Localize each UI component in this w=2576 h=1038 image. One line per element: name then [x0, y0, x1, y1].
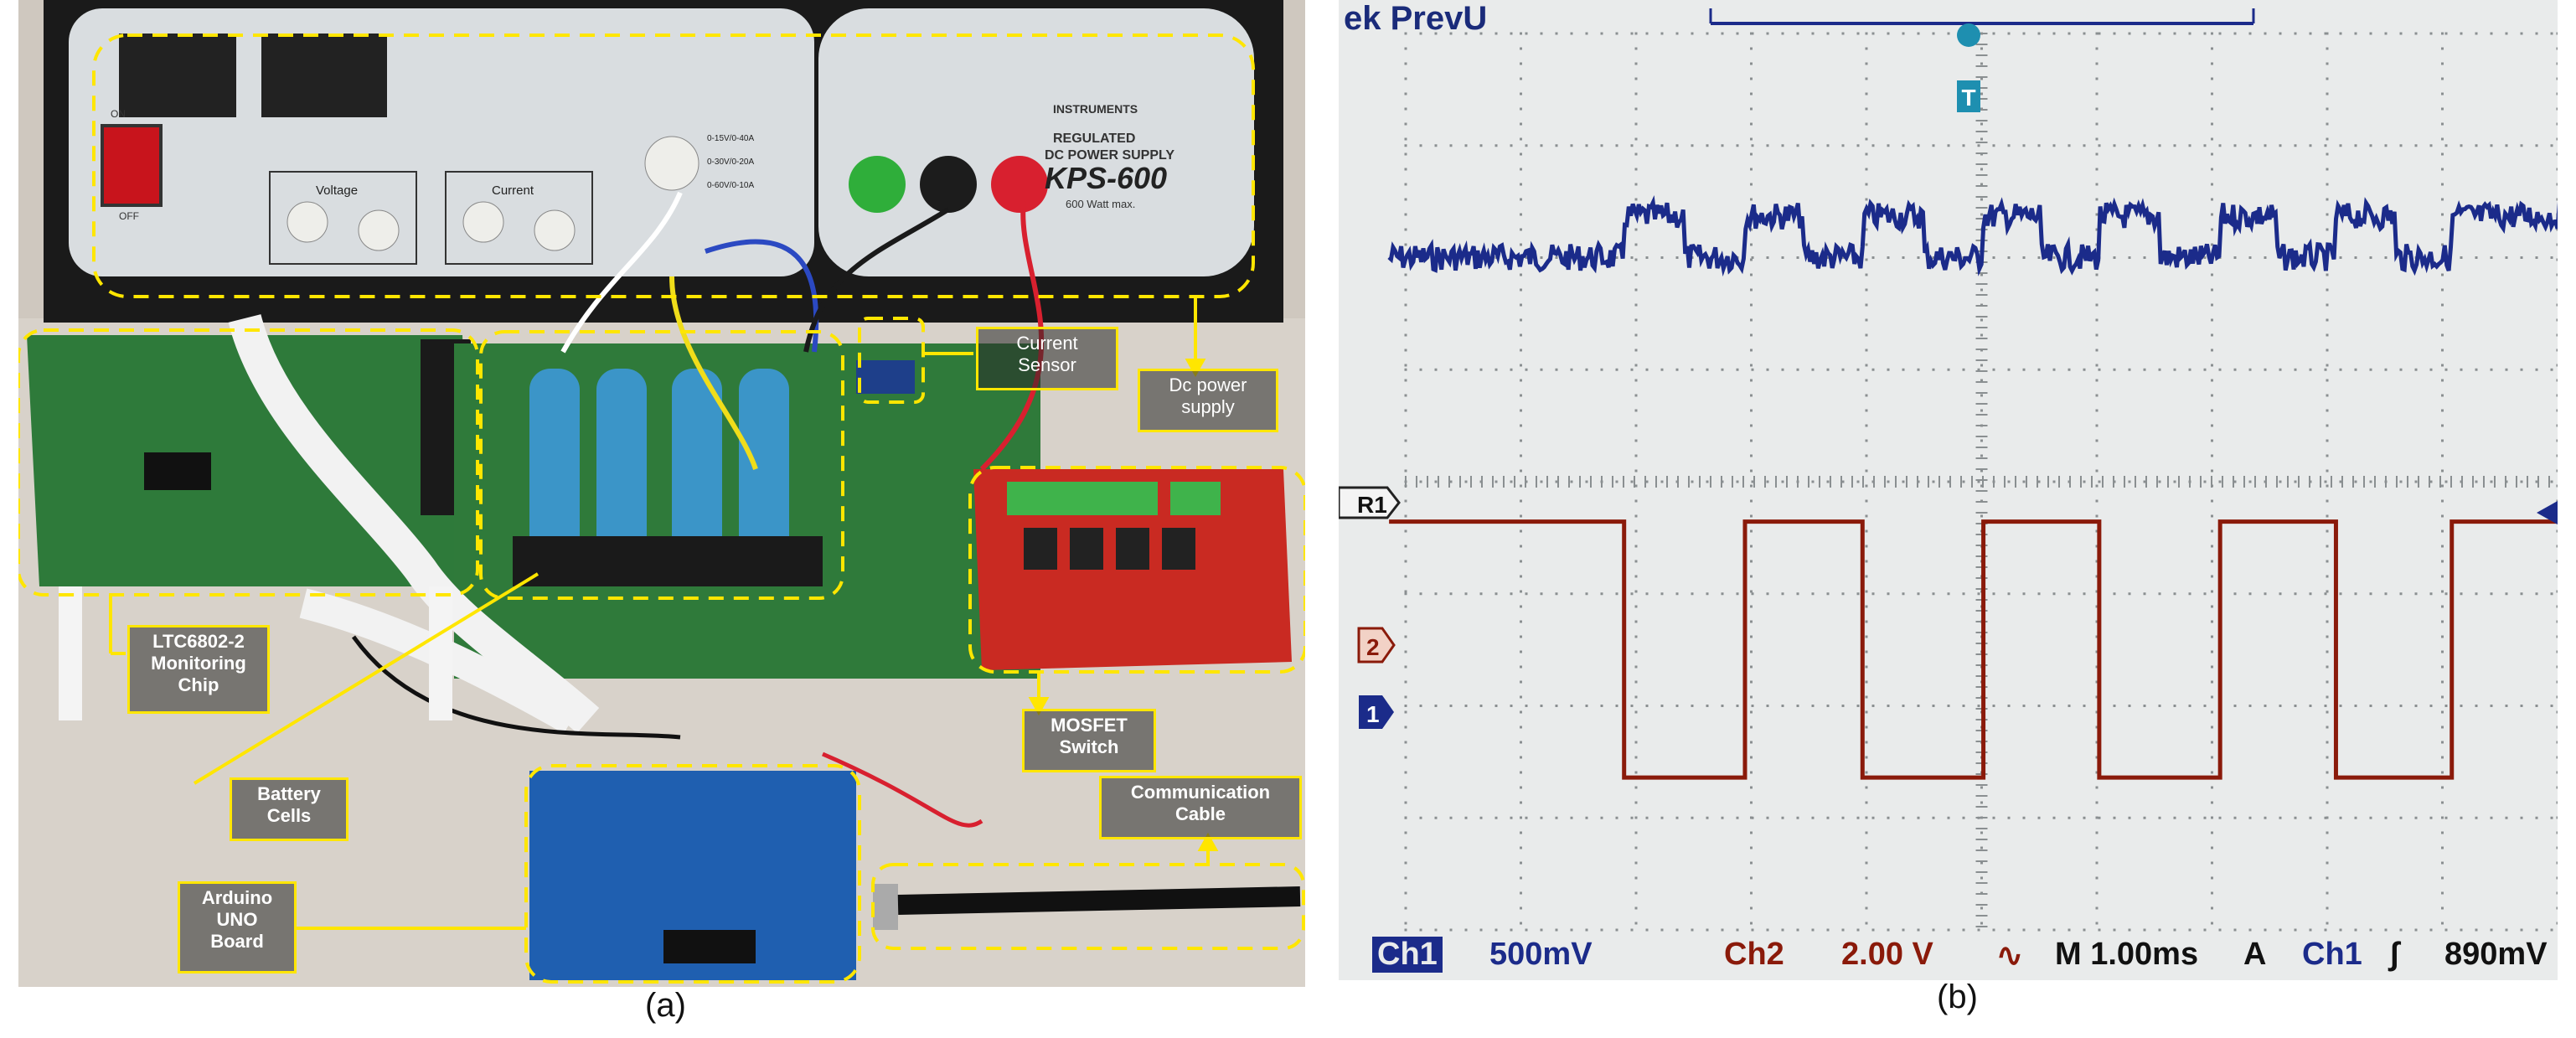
range3-text: 0-60V/0-10A: [707, 181, 754, 190]
switch-off-text: OFF: [119, 210, 139, 222]
battery-cells-callout: Battery Cells: [230, 777, 348, 841]
ch1-level-arrow-icon: [2537, 501, 2558, 524]
trigger-position-icon: [1957, 23, 1980, 47]
ch2-coupling-icon: ∿: [1996, 938, 2023, 973]
scope-status-bar: Ch1 500mV Ch2 2.00 V ∿ M 1.00ms A Ch1 ∫ …: [1372, 937, 2553, 977]
ch2-marker: 2: [1357, 627, 1396, 664]
current-sensor-region: [858, 317, 925, 404]
caption-b: (b): [1937, 979, 1978, 1015]
arduino-uno-board-callout: Arduino UNO Board: [178, 881, 297, 973]
r1-marker: R1: [1339, 486, 1401, 519]
hardware-photo-panel: INSTRUMENTS REGULATED DC POWER SUPPLY KP…: [18, 0, 1305, 987]
oscilloscope-screen: T R1 2 1: [1339, 0, 2558, 980]
model-text: KPS-600: [1045, 161, 1167, 195]
trigger-marker-box: [1957, 80, 1980, 112]
caption-a: (a): [645, 987, 686, 1024]
current-label: Current: [492, 183, 534, 198]
range2-text: 0-30V/0-20A: [707, 158, 754, 167]
mosfet-region: [968, 466, 1305, 674]
svg-text:2: 2: [1366, 634, 1380, 660]
annotation-regions: [18, 34, 1305, 984]
arduino-region: [524, 764, 861, 984]
communication-cable-callout: Communication Cable: [1099, 776, 1302, 839]
ch1-scale: 500mV: [1489, 937, 1593, 972]
ch2-scale: 2.00 V: [1841, 937, 1933, 972]
ltc-monitoring-chip-callout: LTC6802-2 Monitoring Chip: [127, 625, 270, 714]
trigger-source: Ch1: [2302, 937, 2362, 972]
ch1-trace: [1387, 194, 2558, 277]
current-sensor-callout: Current Sensor: [976, 327, 1118, 390]
switch-on-text: ON: [111, 108, 126, 120]
ltc-region: [18, 328, 479, 596]
trigger-level: 890mV: [2444, 937, 2548, 972]
scope-grid: [1404, 32, 2558, 932]
scope-header-text: ek PrevU: [1344, 0, 1488, 37]
battery-region: [479, 330, 844, 600]
voltage-label: Voltage: [316, 183, 358, 198]
range1-text: 0-15V/0-40A: [707, 134, 754, 143]
ch1-label: Ch1: [1372, 937, 1443, 973]
hardware-photo: INSTRUMENTS REGULATED DC POWER SUPPLY KP…: [18, 0, 1305, 987]
oscilloscope-panel: T R1 2 1 ek PrevU Ch1 500mV Ch2 2.00 V ∿…: [1339, 0, 2558, 980]
dc-supply-text: DC POWER SUPPLY: [1045, 148, 1174, 163]
leader-lines: [109, 298, 1219, 930]
time-base: M 1.00ms: [2055, 937, 2199, 972]
trigger-slope-icon: ∫: [2390, 937, 2399, 972]
dc-power-supply-callout: Dc power supply: [1138, 369, 1278, 432]
regulated-text: REGULATED: [1053, 132, 1135, 146]
ch1-marker: 1: [1359, 695, 1394, 729]
mosfet-switch-callout: MOSFET Switch: [1022, 709, 1156, 772]
trigger-mode: A: [2243, 937, 2267, 972]
power-supply-region: [92, 34, 1255, 298]
ch2-label: Ch2: [1724, 937, 1784, 972]
cable-region: [871, 863, 1305, 950]
trigger-marker-text: T: [1961, 85, 1975, 111]
ch2-trace: [1389, 519, 2558, 780]
svg-text:R1: R1: [1357, 492, 1387, 518]
watt-text: 600 Watt max.: [1066, 198, 1135, 210]
brand-text: INSTRUMENTS: [1053, 102, 1138, 116]
svg-text:1: 1: [1366, 701, 1380, 727]
